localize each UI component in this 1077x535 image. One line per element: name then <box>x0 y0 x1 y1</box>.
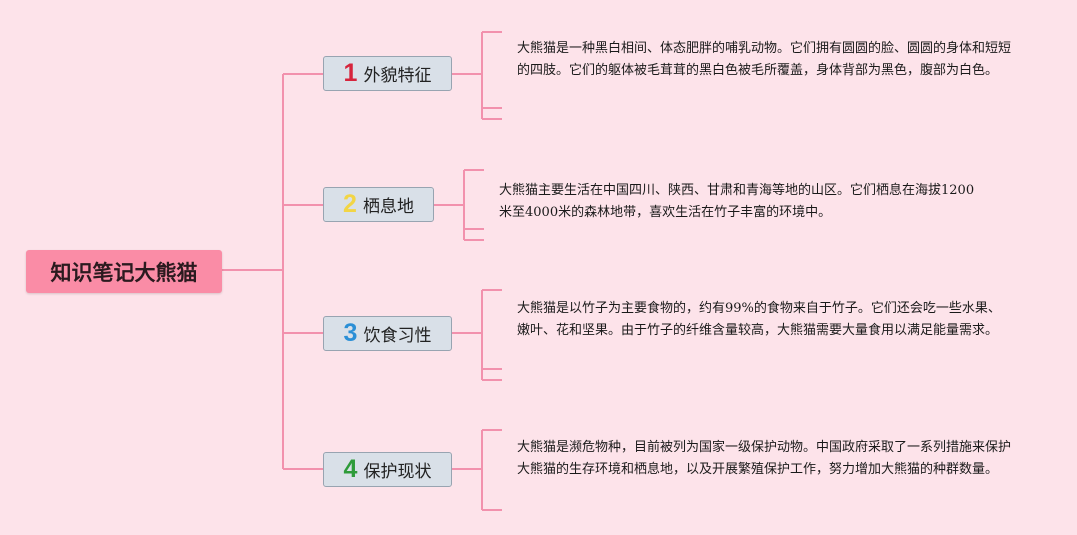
topic-number-3: 3 <box>343 319 358 347</box>
root-node[interactable]: 知识笔记大熊猫 <box>26 250 222 293</box>
topic-number-2: 2 <box>343 190 357 218</box>
root-title: 知识笔记大熊猫 <box>50 260 198 285</box>
topic-description-diet: 大熊猫是以竹子为主要食物的，约有99%的食物来自于竹子。它们还会吃一些水果、嫩叶… <box>517 301 1001 338</box>
topic-description-appearance: 大熊猫是一种黑白相间、体态肥胖的哺乳动物。它们拥有圆圆的脸、圆圆的身体和短短的四… <box>517 41 1012 78</box>
topic-number-1: 1 <box>343 59 358 87</box>
topic-node-diet[interactable]: 3 饮食习性 <box>323 316 452 351</box>
topic-description-habitat: 大熊猫主要生活在中国四川、陕西、甘肃和青海等地的山区。它们栖息在海拔1200米至… <box>499 183 975 220</box>
topic-label: 饮食习性 <box>363 326 432 346</box>
topic-node-conservation[interactable]: 4 保护现状 <box>323 452 452 487</box>
topic-label: 保护现状 <box>363 462 432 482</box>
topic-label: 外貌特征 <box>363 66 432 86</box>
topic-number-4: 4 <box>343 455 358 483</box>
topic-label: 栖息地 <box>362 197 414 217</box>
topic-node-appearance[interactable]: 1 外貌特征 <box>323 56 452 91</box>
topic-description-conservation: 大熊猫是濒危物种，目前被列为国家一级保护动物。中国政府采取了一系列措施来保护大熊… <box>517 440 1012 477</box>
topic-node-habitat[interactable]: 2 栖息地 <box>323 187 434 222</box>
